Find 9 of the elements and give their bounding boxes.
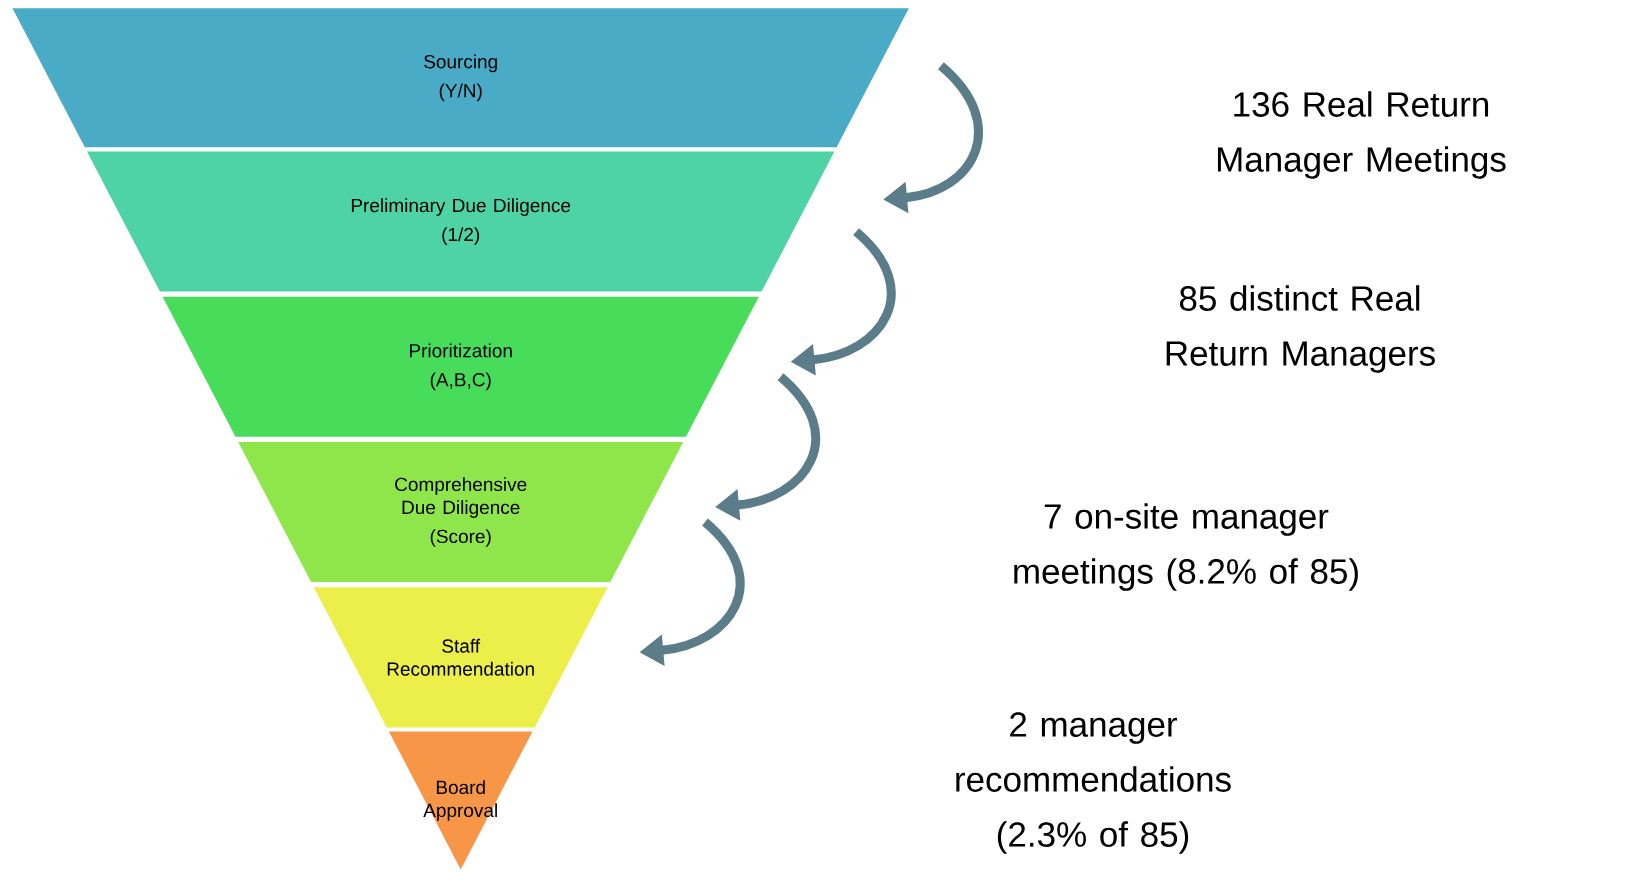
stat-text: 2 manager recommendations (2.3% of 85) bbox=[956, 712, 1231, 854]
stat-text: 136 Real Return Manager Meetings bbox=[1217, 91, 1506, 179]
stat-text: 85 distinct Real Return Managers bbox=[1166, 285, 1435, 373]
funnel-band: Comprehensive Due Diligence (Score) bbox=[238, 442, 684, 582]
stat-text: 7 on-site manager meetings (8.2% of 85) bbox=[1014, 503, 1358, 591]
funnel-band: Sourcing (Y/N) bbox=[12, 8, 909, 148]
funnel-band: Staff Recommendation bbox=[313, 587, 608, 728]
funnel-band: Prioritization (A,B,C) bbox=[162, 296, 759, 437]
funnel-band: Preliminary Due Diligence (1/2) bbox=[87, 151, 835, 292]
